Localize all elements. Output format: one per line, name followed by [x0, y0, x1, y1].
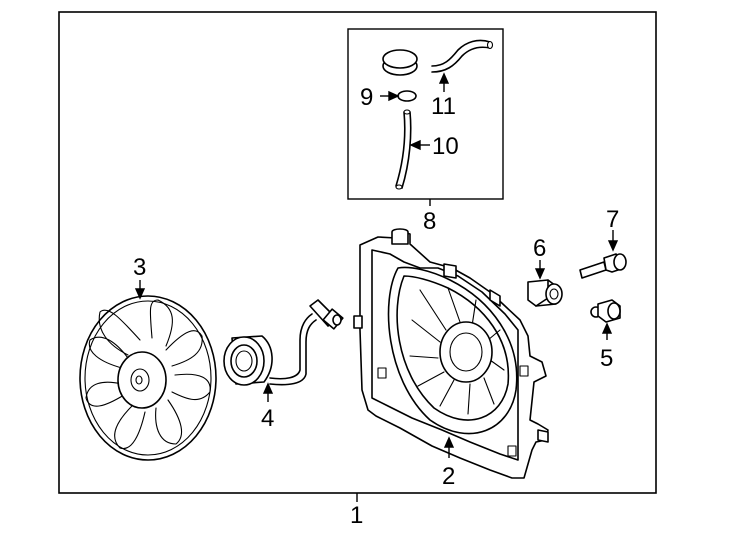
- callout-5: 5: [600, 345, 613, 372]
- leader-lines: [134, 72, 619, 502]
- fan-shroud-part: [353, 228, 549, 479]
- callout-2: 2: [442, 463, 455, 490]
- callout-9: 9: [360, 84, 373, 111]
- callout-10: 10: [432, 133, 459, 160]
- resistor-part: [527, 279, 563, 307]
- callout-6: 6: [533, 235, 546, 262]
- subkit-frame: [347, 28, 504, 200]
- callout-3: 3: [133, 254, 146, 281]
- callout-8: 8: [423, 208, 436, 235]
- callout-7: 7: [606, 206, 619, 233]
- fan-blade-part: [79, 295, 217, 461]
- callout-11: 11: [431, 93, 456, 120]
- callout-1: 1: [350, 502, 363, 529]
- o-ring-part: [397, 90, 417, 102]
- hose-part: [431, 39, 494, 73]
- fan-motor-part: [223, 299, 344, 386]
- bolt-part: [579, 253, 627, 279]
- reservoir-cap-part: [382, 49, 418, 76]
- tube-part: [395, 109, 412, 190]
- nut-part: [590, 299, 621, 323]
- callout-4: 4: [261, 405, 274, 432]
- assembly-frame: [58, 11, 657, 494]
